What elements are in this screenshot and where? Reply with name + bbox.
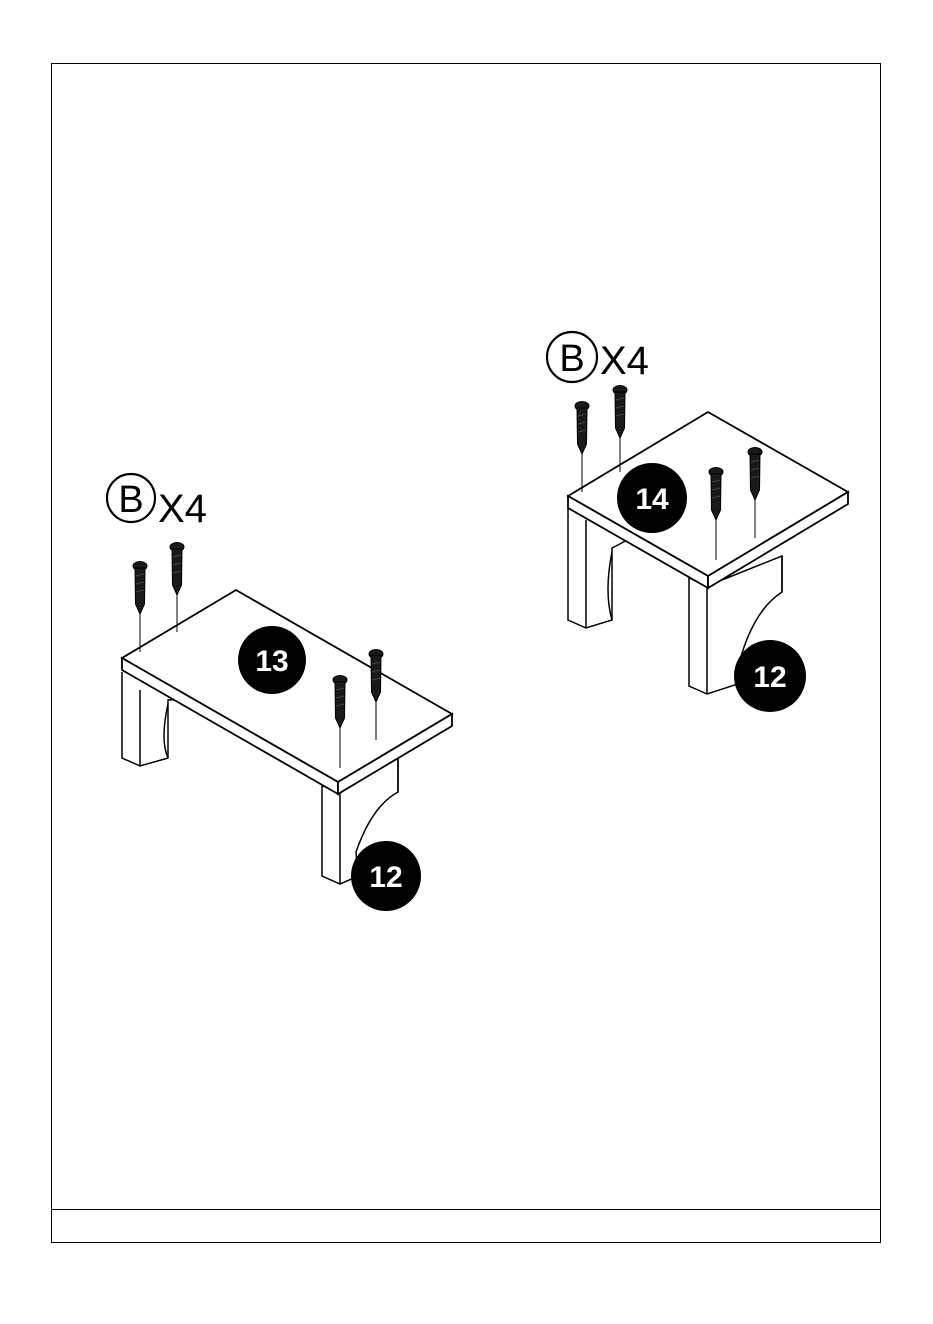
screw-icon	[575, 402, 589, 455]
hardware-letter-left: B	[118, 479, 143, 521]
part-number-leg-left: 12	[369, 861, 402, 894]
part-number-leg-right: 12	[753, 661, 786, 694]
hardware-qty-left: X4	[158, 487, 207, 531]
part-number-top-right: 14	[635, 483, 669, 516]
hardware-label-left: B X4	[107, 474, 207, 531]
part-badge-leg-left: 12	[351, 841, 421, 911]
screw-icon	[613, 386, 627, 439]
screw-icon	[170, 543, 184, 596]
part-badge-top-right: 14	[617, 463, 687, 533]
part-badge-top-left: 13	[238, 626, 306, 694]
part-badge-leg-right: 12	[734, 640, 806, 712]
hardware-letter-right: B	[559, 338, 584, 380]
right-assembly: 14 12 B X4	[547, 332, 848, 712]
left-assembly: 13 12 B X4	[107, 474, 452, 911]
part-number-top-left: 13	[255, 645, 288, 678]
hardware-label-right: B X4	[547, 332, 649, 383]
hardware-qty-right: X4	[600, 339, 649, 383]
left-tabletop	[122, 590, 452, 794]
screw-icon	[133, 562, 147, 615]
